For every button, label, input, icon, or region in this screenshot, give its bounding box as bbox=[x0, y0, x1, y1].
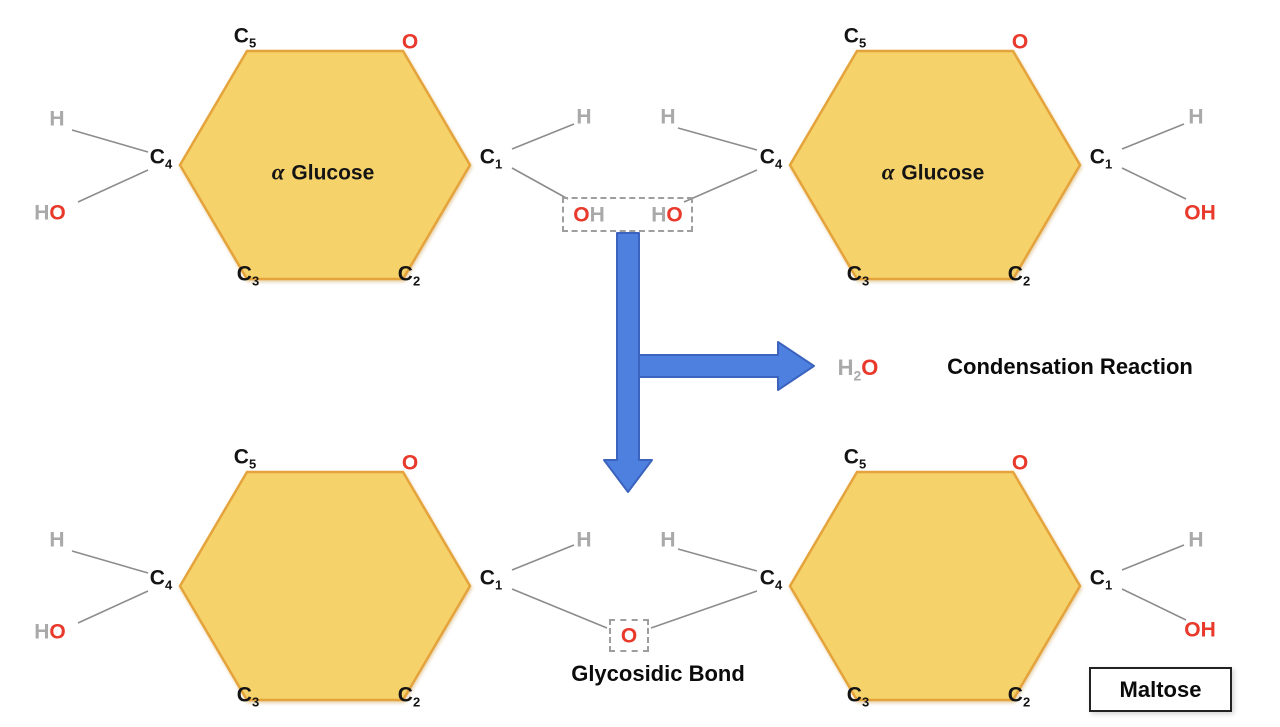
carbon4-label: C4 bbox=[759, 566, 783, 593]
hydroxyl-oh-label: OH bbox=[1184, 618, 1216, 642]
bond-line bbox=[1121, 544, 1185, 571]
carbon4-label: C4 bbox=[759, 145, 783, 172]
leaving-hydroxyls-dashed-box bbox=[562, 197, 693, 232]
ring-oxygen-label: O bbox=[401, 451, 419, 475]
ring-oxygen-label: O bbox=[1011, 30, 1029, 54]
bond-line bbox=[511, 167, 569, 200]
carbon4-label: C4 bbox=[149, 566, 173, 593]
bond-line bbox=[1121, 167, 1187, 200]
carbon3-label: C3 bbox=[846, 262, 870, 289]
ring-oxygen-label: O bbox=[1011, 451, 1029, 475]
hydrogen-label: H bbox=[660, 105, 676, 129]
maltose-label: Maltose bbox=[1119, 676, 1202, 702]
glycosidic-oxygen-label: O bbox=[620, 624, 638, 648]
carbon1-label: C1 bbox=[479, 145, 503, 172]
hydrogen-label: H bbox=[1188, 105, 1204, 129]
bond-line bbox=[650, 590, 758, 629]
down-arrow bbox=[603, 232, 653, 493]
bond-line bbox=[511, 544, 575, 571]
glycosidic-bond-label: Glycosidic Bond bbox=[571, 661, 745, 686]
hydrogen-label: H bbox=[49, 528, 65, 552]
condensation-reaction-label: Condensation Reaction bbox=[947, 354, 1193, 379]
bond-line bbox=[677, 127, 758, 151]
carbon3-label: C3 bbox=[236, 262, 260, 289]
hydrogen-label: H bbox=[576, 105, 592, 129]
glucose-ring-top-left bbox=[178, 49, 472, 281]
hydroxyl-ho-label: HO bbox=[34, 201, 66, 225]
hydroxyl-ho-label: HO bbox=[651, 203, 683, 227]
hydroxyl-oh-label: OH bbox=[1184, 201, 1216, 225]
water-label: H2O bbox=[837, 355, 879, 384]
hydrogen-label: H bbox=[576, 528, 592, 552]
bond-line bbox=[1121, 123, 1185, 150]
carbon2-label: C2 bbox=[397, 683, 421, 710]
bond-line bbox=[511, 123, 575, 150]
hydroxyl-oh-label: OH bbox=[573, 203, 605, 227]
hydrogen-label: H bbox=[1188, 528, 1204, 552]
carbon3-label: C3 bbox=[846, 683, 870, 710]
carbon1-label: C1 bbox=[1089, 566, 1113, 593]
ring-oxygen-label: O bbox=[401, 30, 419, 54]
bond-line bbox=[77, 169, 149, 203]
carbon1-label: C1 bbox=[479, 566, 503, 593]
bond-line bbox=[71, 129, 149, 153]
glucose-ring-bottom-right bbox=[788, 470, 1082, 702]
bond-line bbox=[77, 590, 149, 624]
bond-line bbox=[511, 588, 608, 629]
glucose-ring-bottom-left bbox=[178, 470, 472, 702]
carbon1-label: C1 bbox=[1089, 145, 1113, 172]
hydroxyl-ho-label: HO bbox=[34, 620, 66, 644]
bond-line bbox=[683, 169, 758, 203]
bond-line bbox=[1121, 588, 1187, 621]
glucose-ring-top-right bbox=[788, 49, 1082, 281]
carbon5-label: C5 bbox=[843, 24, 867, 51]
bond-line bbox=[71, 550, 149, 574]
right-arrow bbox=[638, 341, 815, 391]
carbon4-label: C4 bbox=[149, 145, 173, 172]
hydrogen-label: H bbox=[49, 107, 65, 131]
carbon5-label: C5 bbox=[843, 445, 867, 472]
carbon2-label: C2 bbox=[1007, 262, 1031, 289]
carbon5-label: C5 bbox=[233, 24, 257, 51]
glycosidic-oxygen-dashed-box bbox=[609, 619, 649, 652]
hydrogen-label: H bbox=[660, 528, 676, 552]
carbon2-label: C2 bbox=[397, 262, 421, 289]
maltose-box: Maltose bbox=[1089, 667, 1232, 712]
carbon2-label: C2 bbox=[1007, 683, 1031, 710]
bond-line bbox=[677, 548, 758, 572]
carbon5-label: C5 bbox=[233, 445, 257, 472]
carbon3-label: C3 bbox=[236, 683, 260, 710]
